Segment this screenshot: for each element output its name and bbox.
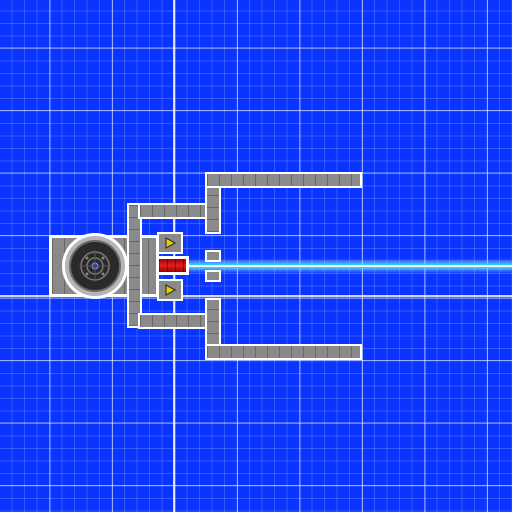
laser-emitter-icon[interactable] [156, 256, 189, 275]
lower-inner-strut[interactable] [138, 313, 210, 329]
small-block-lower[interactable] [205, 270, 221, 282]
thruster-arrow-icon [165, 283, 177, 297]
upper-long-arm[interactable] [205, 172, 362, 188]
horizontal-axis-line [0, 295, 512, 297]
lower-long-arm[interactable] [205, 344, 362, 360]
reactor-core-icon[interactable] [62, 233, 128, 299]
small-block-upper[interactable] [205, 250, 221, 262]
laser-beam-core [186, 265, 512, 267]
lower-thruster[interactable] [157, 279, 183, 301]
laser-beam [186, 264, 512, 268]
center-spine[interactable] [127, 203, 142, 328]
upper-inner-strut[interactable] [138, 203, 210, 219]
thruster-arrow-icon [165, 236, 177, 250]
reactor-glyph-icon [79, 250, 111, 282]
upper-thruster[interactable] [157, 232, 183, 254]
reactor-inner-ring [69, 240, 121, 292]
